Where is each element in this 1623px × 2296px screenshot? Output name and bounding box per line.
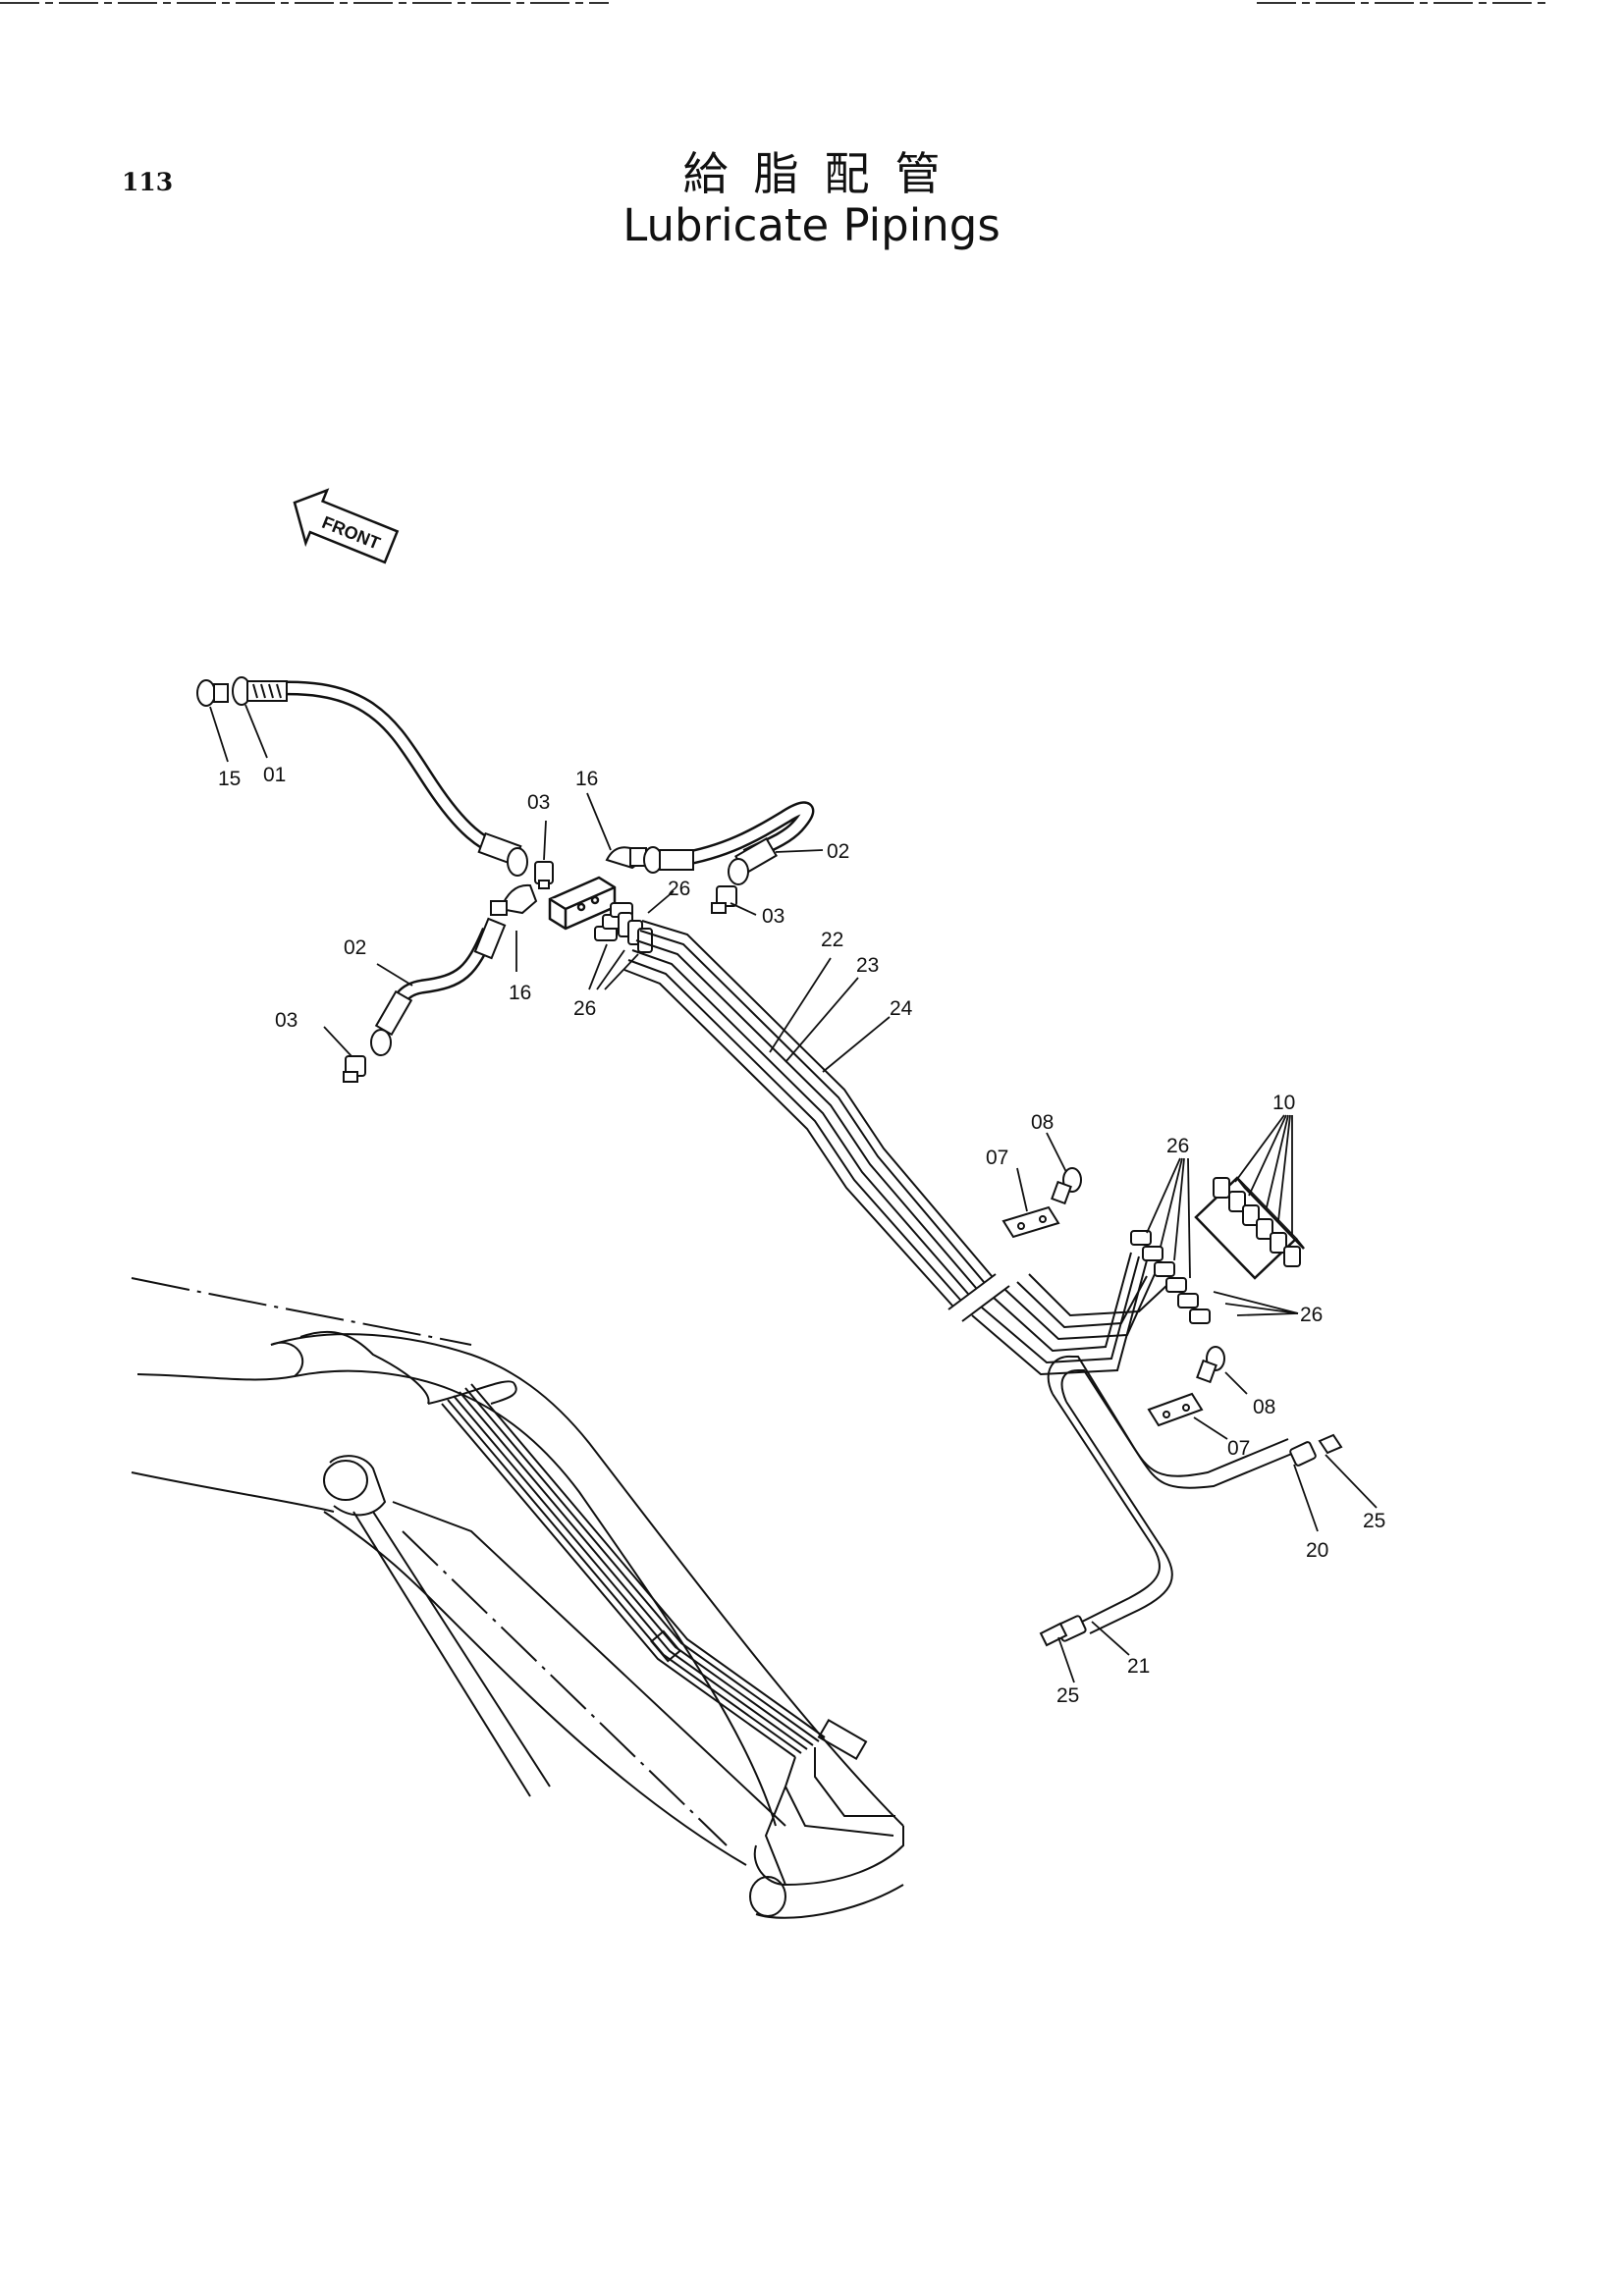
callout-labels: 15 01 03 16 02 26 03 02 16 26 03 22 23 2… [218,764,1385,1707]
leader-lines [209,704,1378,1683]
elbow-16-top [605,846,647,870]
bolt-08-top [1051,1167,1082,1205]
boom-outline [131,1277,904,1919]
pipe-bundle-22-23-24 [623,920,993,1307]
distribution-block [548,876,617,931]
callout-02-right: 02 [827,840,849,863]
callout-07-top: 07 [986,1147,1008,1169]
hose-end-01 [232,676,288,706]
front-label: FRONT [319,512,383,554]
callout-08-top: 08 [1031,1111,1054,1134]
fitting-25-bottom [1039,1615,1087,1647]
manifold-connectors-26 [1130,1230,1211,1324]
pipe-20 [1047,1355,1295,1489]
fittings-10 [1213,1177,1301,1267]
fitting-03-left [343,1055,366,1083]
title-japanese: 給脂配管 [682,147,966,200]
callout-15: 15 [218,768,241,790]
title-english: Lubricate Pipings [622,199,1001,251]
callout-26-manifold-top: 26 [1166,1135,1189,1157]
fitting-03-top [534,861,554,889]
callout-24: 24 [890,997,913,1020]
callout-10: 10 [1272,1092,1295,1114]
callout-02-left: 02 [344,936,366,959]
callout-26-lower: 26 [573,997,596,1020]
pipe-21 [1052,1393,1173,1634]
callout-21: 21 [1127,1655,1150,1678]
callout-25-right: 25 [1363,1510,1385,1532]
hose-end-01-lower [477,831,528,877]
block-connectors-26 [594,902,653,953]
clamp-07-top [1001,1205,1060,1239]
bolt-08-bottom [1196,1346,1225,1384]
callout-01: 01 [263,764,286,786]
callout-16-bottom: 16 [509,982,531,1004]
callout-22: 22 [821,929,843,951]
boom-cylinder [323,1455,786,1846]
callout-16-top: 16 [575,768,598,790]
hose-02-right [676,801,815,868]
callout-07-bottom: 07 [1227,1437,1250,1460]
callout-03-right: 03 [762,905,784,928]
manifold-pipes [971,1252,1169,1376]
callout-23: 23 [856,954,879,977]
hose-end-02-right [643,836,778,885]
callout-26-block: 26 [668,878,690,900]
hose-01 [252,680,514,863]
fitting-25-right [1289,1433,1343,1467]
callout-26-manifold-right: 26 [1300,1304,1323,1326]
hose-end-02-left [370,917,507,1056]
pipe-break-marks [947,1273,1010,1322]
front-arrow: FRONT [293,488,400,564]
callout-25-bottom: 25 [1056,1684,1079,1707]
page-number: 113 [122,168,174,196]
elbow-16-bottom [490,883,538,916]
boom-pipe-runs [299,1330,895,1886]
clamp-07-bottom [1147,1392,1204,1427]
fitting-03-right [711,885,737,914]
fitting-15 [196,679,229,707]
callout-08-bottom: 08 [1253,1396,1275,1418]
callout-03-top: 03 [527,791,550,814]
callout-20: 20 [1306,1539,1328,1562]
callout-03-left: 03 [275,1009,298,1032]
